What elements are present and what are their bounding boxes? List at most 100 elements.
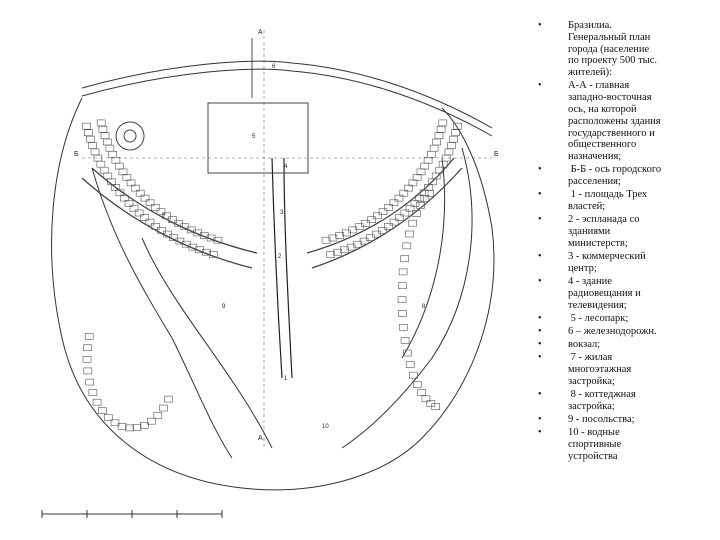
residential-block <box>164 395 173 403</box>
residential-block <box>438 119 448 127</box>
residential-block <box>409 371 418 379</box>
residential-block <box>405 361 415 368</box>
residential-block <box>400 337 410 344</box>
residential-block <box>399 189 409 197</box>
residential-block <box>372 212 382 220</box>
residential-block <box>88 389 98 396</box>
residential-block <box>85 378 95 386</box>
legend-item: •9 - посольства; <box>538 414 716 426</box>
residential-block <box>140 214 149 221</box>
residential-block <box>328 234 338 242</box>
scale-bar <box>41 510 223 518</box>
residential-block <box>453 122 462 130</box>
residential-block <box>157 227 166 234</box>
legend-item-text: вокзал; <box>568 339 601 351</box>
residential-block <box>115 189 125 197</box>
residential-block <box>426 400 436 407</box>
residential-block <box>99 166 109 174</box>
residential-block <box>100 132 110 139</box>
residential-block <box>403 349 412 357</box>
residential-block <box>169 234 178 241</box>
residential-block <box>98 126 108 133</box>
northern-highway <box>81 60 493 129</box>
plan-number-label: 9 <box>222 304 226 310</box>
residential-block <box>110 419 120 427</box>
residential-block <box>384 204 393 211</box>
residential-block <box>436 126 446 133</box>
residential-block <box>389 218 399 226</box>
residential-block <box>159 404 168 412</box>
residential-block <box>96 119 106 127</box>
residential-block <box>105 144 115 152</box>
northern-highway-2 <box>81 68 493 137</box>
legend-item: • 8 - коттеджная застройка; <box>538 389 716 413</box>
residential-block <box>151 204 160 211</box>
residential-block <box>366 234 375 241</box>
residential-blocks <box>82 119 462 432</box>
monumental-axis-edge <box>283 157 293 379</box>
residential-block <box>135 189 145 197</box>
legend-item: •10 - водные спортивные устройства <box>538 427 716 462</box>
residential-block <box>408 179 418 187</box>
bullet-icon: • <box>538 414 542 426</box>
residential-block <box>122 174 132 181</box>
residential-block <box>129 204 139 212</box>
residential-block <box>200 232 209 239</box>
legend-item: •6 – железнодорожн. <box>538 326 716 338</box>
residential-block <box>140 421 149 429</box>
legend-item-text: 4 - здание радиовещания и телевидения; <box>568 276 641 311</box>
residential-block <box>400 209 410 217</box>
residential-block <box>206 234 216 242</box>
residential-block <box>361 220 370 227</box>
legend-item: • Б-Б - ось городского расселения; <box>538 164 716 188</box>
legend-item: •4 - здание радиовещания и телевидения; <box>538 276 716 311</box>
residential-wing-east <box>311 167 463 269</box>
bullet-icon: • <box>538 389 542 401</box>
residential-block <box>405 204 415 212</box>
residential-block <box>378 208 388 215</box>
residential-block <box>168 216 177 223</box>
roundabout-ring-inner <box>123 129 137 143</box>
residential-block <box>408 219 418 227</box>
lake-contour-inner <box>141 237 273 449</box>
residential-block <box>147 417 156 425</box>
legend-list: • Бразилиа. Генеральный план города (насе… <box>538 20 716 464</box>
legend-item: • А-А - главная западно-восточная ось, на… <box>538 80 716 163</box>
residential-block <box>333 248 342 256</box>
legend-item: • 1 - площадь Трех властей; <box>538 189 716 213</box>
axis-label-a-bottom: А <box>258 435 263 442</box>
roundabout-ring-outer <box>115 121 145 151</box>
residential-block <box>451 129 461 136</box>
residential-block <box>82 122 91 130</box>
residential-block <box>420 195 430 202</box>
residential-block <box>131 184 140 192</box>
residential-block <box>321 236 331 244</box>
residential-block <box>156 208 166 215</box>
plan-number-label: 2 <box>278 254 282 260</box>
residential-block <box>117 422 127 430</box>
legend-item-text: 3 - коммерческий центр; <box>568 251 646 274</box>
residential-block <box>367 216 376 223</box>
bullet-icon: • <box>538 189 542 201</box>
legend-item-text: 10 - водные спортивные устройства <box>568 427 622 462</box>
residential-block <box>118 168 128 176</box>
residential-block <box>125 424 134 432</box>
residential-block <box>213 236 223 244</box>
residential-block <box>444 148 454 156</box>
bullet-icon: • <box>538 251 542 263</box>
residential-block <box>98 407 107 414</box>
legend-item-text: А-А - главная западно-восточная ось, на … <box>568 80 661 163</box>
residential-block <box>340 246 349 254</box>
residential-block <box>434 132 444 139</box>
residential-block <box>397 282 407 290</box>
residential-block <box>397 296 407 303</box>
bullet-icon: • <box>538 80 542 92</box>
plan-number-label: 1 <box>284 376 288 382</box>
residential-block <box>145 199 155 207</box>
residential-block <box>384 223 393 230</box>
plan-number-label: 3 <box>280 210 284 216</box>
legend-item-text: Бразилиа. Генеральный план города (насел… <box>568 20 657 79</box>
bullet-icon: • <box>538 339 542 351</box>
